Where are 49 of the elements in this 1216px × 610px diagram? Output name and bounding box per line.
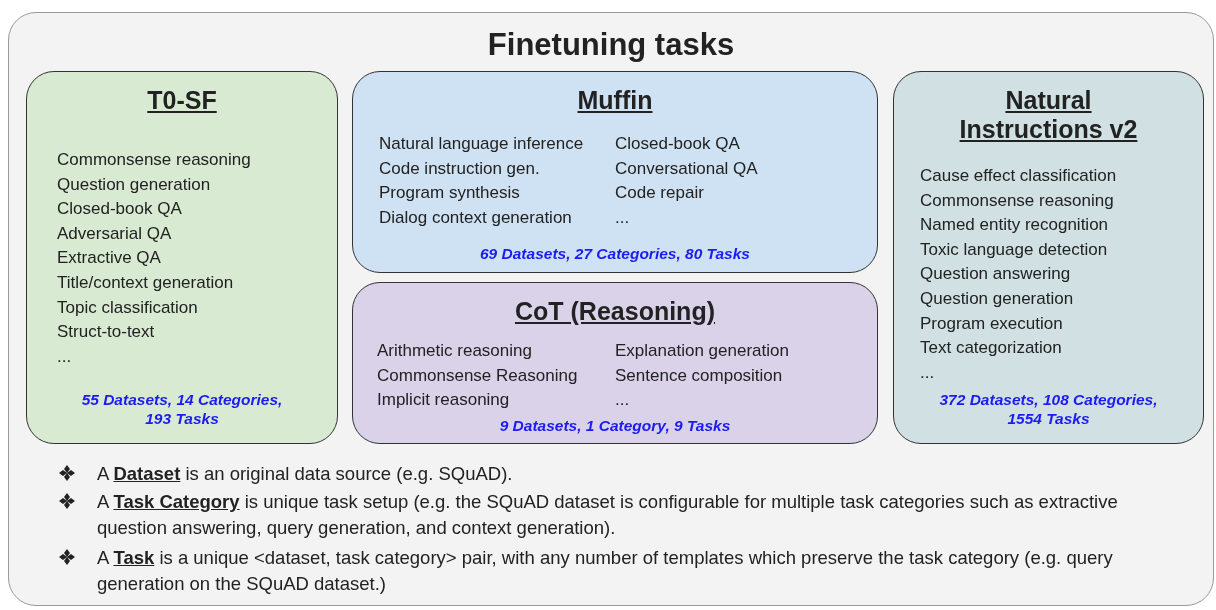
task-list-item: Question generation — [920, 287, 1074, 310]
task-list-item: ... — [57, 345, 72, 368]
task-list-item: Named entity recognition — [920, 214, 1109, 237]
category-panel — [893, 71, 1204, 444]
task-list-item: Commonsense reasoning — [57, 149, 251, 171]
panel-heading: Natural Instructions v2 — [959, 86, 1138, 143]
task-list-item: ... — [615, 389, 630, 412]
task-list-item: Program execution — [920, 312, 1063, 335]
task-list-item: Closed-book QA — [615, 133, 740, 155]
task-list-item: Title/context generation — [57, 271, 234, 294]
category-panel — [26, 71, 338, 444]
outer-panel — [8, 12, 1214, 606]
task-list-item: Natural language inference — [379, 133, 584, 155]
task-list-item: Commonsense Reasoning — [377, 364, 578, 387]
dataset-summary: 372 Datasets, 108 Categories, 1554 Tasks — [939, 391, 1158, 427]
task-list-item: Adversarial QA — [57, 222, 172, 245]
task-list-item: Text categorization — [920, 337, 1062, 360]
panel-heading: T0-SF — [147, 86, 217, 114]
definition-text: A Dataset is an original data source (e.g. SQuAD). — [97, 463, 513, 484]
task-list-item: Cause effect classification — [920, 165, 1117, 187]
task-list-item: Question generation — [57, 173, 211, 196]
task-list-item: Struct-to-text — [57, 321, 155, 344]
category-panel — [352, 71, 878, 273]
task-list-item: Extractive QA — [57, 247, 161, 270]
panel-heading: Finetuning tasks — [487, 27, 735, 63]
task-list-item: ... — [920, 361, 935, 384]
task-list-item: Commonsense reasoning — [920, 189, 1114, 212]
task-list-item: Toxic language detection — [920, 238, 1108, 261]
dataset-summary: 55 Datasets, 14 Categories, 193 Tasks — [81, 391, 283, 427]
dataset-summary: 69 Datasets, 27 Categories, 80 Tasks — [480, 245, 750, 262]
task-list-item: Dialog context generation — [379, 206, 572, 229]
definition-text: A Task Category is unique task setup (e.g. the SQuAD dataset is configurable for multiple task categories such as extractive question answering, query generation, and context generation). — [97, 491, 1118, 538]
task-list-item: Code repair — [615, 182, 704, 205]
task-list-item: Topic classification — [57, 296, 198, 319]
panel-heading: Muffin — [577, 86, 653, 114]
dataset-summary: 9 Datasets, 1 Category, 9 Tasks — [499, 417, 731, 434]
task-list-item: Closed-book QA — [57, 198, 182, 221]
task-list-item: Conversational QA — [615, 157, 758, 180]
task-list-item: Sentence composition — [615, 364, 783, 387]
panel-heading: CoT (Reasoning) — [515, 297, 715, 325]
task-list-item: Program synthesis — [379, 182, 520, 205]
task-list-item: Arithmetic reasoning — [377, 340, 532, 362]
task-list-item: Code instruction gen. — [379, 157, 540, 180]
task-list-item: Explanation generation — [615, 340, 789, 362]
task-list-item: Question answering — [920, 263, 1071, 286]
task-list-item: ... — [615, 206, 630, 229]
task-list-item: Implicit reasoning — [377, 389, 510, 412]
category-panel — [352, 282, 878, 444]
definition-text: A Task is a unique <dataset, task category> pair, with any number of templates which preserve the task category (e.g. query generation on the SQuAD dataset.) — [97, 547, 1113, 594]
